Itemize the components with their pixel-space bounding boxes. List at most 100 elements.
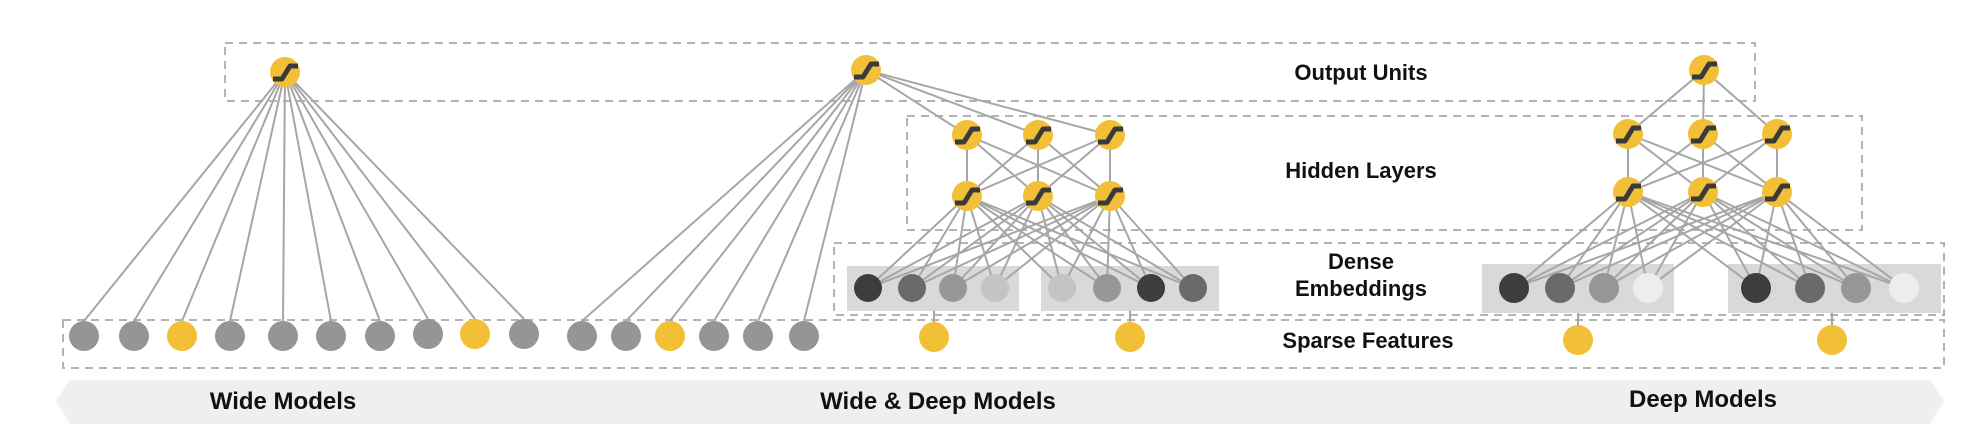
connection-line: [1702, 191, 1757, 289]
deep-models-label: Deep Models: [1629, 386, 1777, 413]
connections: [83, 69, 1905, 340]
connection-line: [229, 71, 286, 322]
connection-line: [1776, 191, 1811, 289]
connection-line: [284, 71, 381, 322]
sparse-features-box: [62, 319, 1945, 369]
connection-line: [181, 71, 286, 322]
dense-embedding: [1841, 273, 1871, 303]
connection-line: [1647, 191, 1704, 289]
connection-line: [1037, 195, 1108, 289]
connection-line: [867, 195, 968, 289]
activation-icon: [1691, 125, 1716, 144]
connection-line: [1703, 69, 1778, 135]
connection-line: [1702, 191, 1905, 289]
sparse-feature: [611, 321, 641, 351]
activation-icon: [1765, 125, 1790, 144]
connection-line: [1627, 191, 1649, 289]
sparse-feature: [268, 321, 298, 351]
dense-embedding: [1137, 274, 1165, 302]
connection-line: [1559, 191, 1704, 289]
activation-icon: [1616, 125, 1641, 144]
connection-line: [1037, 195, 1194, 289]
connection-line: [1776, 191, 1857, 289]
connection-line: [1037, 195, 1152, 289]
connection-line: [1627, 133, 1704, 193]
sparse-feature: [365, 321, 395, 351]
activation-icon: [955, 187, 980, 206]
connection-line: [1627, 191, 1811, 289]
connection-line: [284, 71, 332, 322]
activation-icon: [1098, 126, 1123, 145]
connection-line: [1627, 69, 1705, 135]
activation-icon: [1765, 183, 1790, 202]
connection-line: [994, 195, 1039, 289]
connection-line: [911, 195, 968, 289]
connection-line: [1702, 191, 1857, 289]
connection-line: [952, 195, 1111, 289]
connection-line: [1627, 133, 1778, 193]
connection-line: [1513, 191, 1778, 289]
activation-icon: [955, 126, 980, 145]
connection-line: [1647, 191, 1778, 289]
connection-line: [867, 195, 1039, 289]
dense-embedding: [1499, 273, 1529, 303]
sparse-feature-active: [167, 321, 197, 351]
sparse-feature: [789, 321, 819, 351]
model-labels: Wide Models Wide & Deep Models Deep Mode…: [210, 386, 1777, 415]
sparse-feature: [413, 319, 443, 349]
dense-embeddings-label-line1: Dense: [1328, 249, 1394, 274]
connection-line: [865, 69, 968, 136]
connection-line: [581, 69, 867, 322]
sparse-feature: [509, 319, 539, 349]
activation-icon: [1692, 61, 1717, 80]
dense-embedding: [898, 274, 926, 302]
hidden-layers-box: [906, 115, 1863, 231]
connection-line: [1037, 195, 1063, 289]
model-band: [56, 380, 1944, 424]
connection-line: [911, 195, 1039, 289]
connection-line: [803, 69, 867, 322]
connection-line: [1109, 195, 1194, 289]
connection-line: [1755, 191, 1778, 289]
connection-line: [1513, 191, 1704, 289]
dense-embedding: [1795, 273, 1825, 303]
connection-line: [625, 69, 867, 322]
sparse-feature-active: [1817, 325, 1847, 355]
connection-line: [1603, 191, 1778, 289]
connection-line: [1109, 195, 1152, 289]
sparse-feature: [69, 321, 99, 351]
connection-line: [966, 134, 1111, 197]
activation-icon: [1026, 187, 1051, 206]
activation-icon: [854, 61, 879, 80]
sparse-feature-active: [919, 322, 949, 352]
connection-line: [1603, 191, 1704, 289]
connection-line: [713, 69, 867, 322]
activation-icon: [273, 63, 298, 82]
wide-deep-models-label: Wide & Deep Models: [820, 388, 1056, 415]
background-layer: [56, 380, 1944, 424]
activation-icon: [1616, 183, 1641, 202]
sparse-feature: [567, 321, 597, 351]
output-units-label: Output Units: [1294, 60, 1427, 85]
layer-boxes: [62, 42, 1945, 369]
dense-embedding: [1633, 273, 1663, 303]
connection-line: [757, 69, 867, 322]
sparse-feature-active: [460, 319, 490, 349]
sparse-feature-active: [1115, 322, 1145, 352]
connection-line: [966, 195, 996, 289]
connection-line: [1776, 191, 1905, 289]
wide-models-label: Wide Models: [210, 388, 356, 415]
hidden-layers-label: Hidden Layers: [1285, 158, 1437, 183]
connection-line: [867, 195, 1111, 289]
connection-line: [1106, 195, 1111, 289]
connection-line: [952, 195, 1039, 289]
connection-line: [1702, 191, 1811, 289]
sparse-feature: [699, 321, 729, 351]
connection-line: [133, 71, 286, 322]
connection-line: [1603, 191, 1629, 289]
activation-icon: [1691, 183, 1716, 202]
connection-line: [966, 195, 1194, 289]
sparse-feature-active: [1563, 325, 1593, 355]
connection-line: [1037, 134, 1111, 197]
connection-line: [284, 71, 525, 320]
